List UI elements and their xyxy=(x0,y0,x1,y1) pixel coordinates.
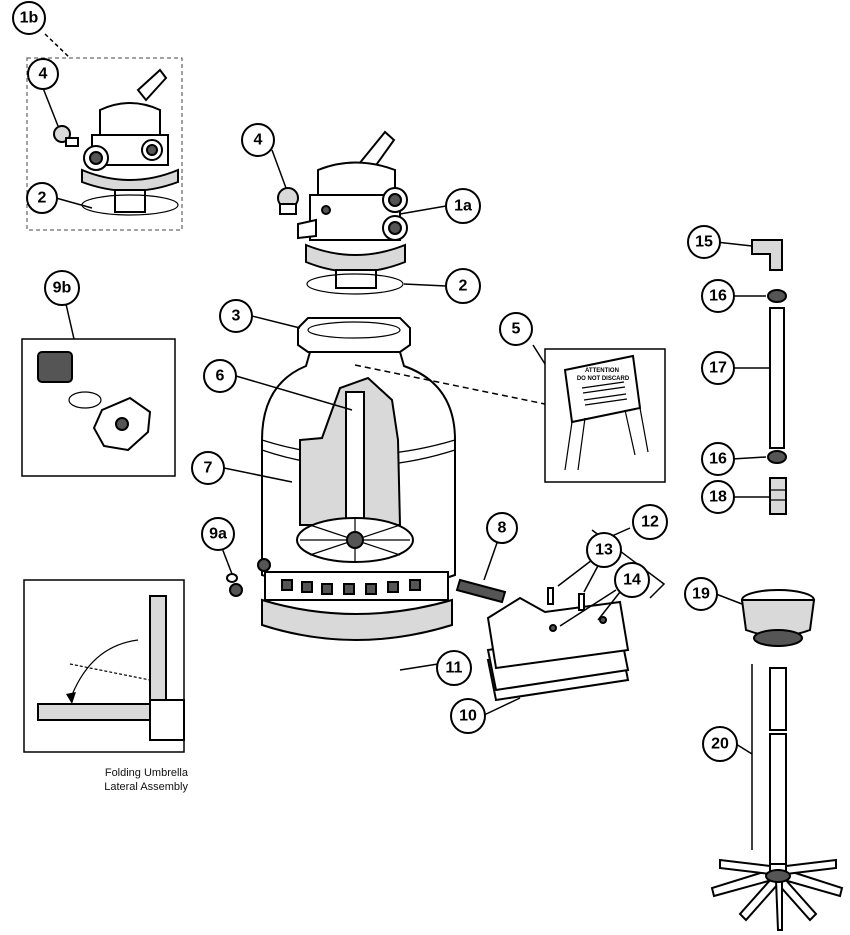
svg-text:2: 2 xyxy=(459,278,468,295)
svg-text:16: 16 xyxy=(709,288,727,305)
tank-base xyxy=(257,558,453,641)
callout-6: 6 xyxy=(203,359,237,393)
lateral-standpipe xyxy=(710,667,844,931)
callout-17: 17 xyxy=(701,351,735,385)
inset-caption: Folding Umbrella Lateral Assembly xyxy=(60,766,188,794)
callout-4-inset: 4 xyxy=(27,58,59,90)
svg-text:16: 16 xyxy=(709,451,727,468)
elbow-fitting xyxy=(751,239,783,271)
drain-cap xyxy=(455,578,507,604)
callout-9a: 9a xyxy=(201,517,235,551)
svg-text:5: 5 xyxy=(512,321,521,338)
callout-1b: 1b xyxy=(12,1,46,35)
callout-14: 14 xyxy=(614,562,650,598)
svg-text:1b: 1b xyxy=(20,10,39,27)
callout-18: 18 xyxy=(701,480,735,514)
sand-bag-stack xyxy=(486,596,630,702)
svg-text:10: 10 xyxy=(459,708,477,725)
multiport-valve-alt xyxy=(81,68,179,216)
svg-text:2: 2 xyxy=(38,190,47,207)
nut-bottom xyxy=(767,450,787,464)
drain-assembly xyxy=(37,351,152,452)
callout-12: 12 xyxy=(632,504,668,540)
svg-text:14: 14 xyxy=(623,572,641,589)
inset-folding-lateral xyxy=(23,579,185,753)
svg-text:12: 12 xyxy=(641,514,659,531)
callout-13: 13 xyxy=(586,532,622,568)
callout-19: 19 xyxy=(684,577,718,611)
multiport-valve xyxy=(297,130,408,289)
callout-16-top: 16 xyxy=(701,279,735,313)
svg-text:9b: 9b xyxy=(53,280,72,297)
svg-text:7: 7 xyxy=(204,460,213,477)
diffuser-cap xyxy=(740,589,816,647)
svg-text:11: 11 xyxy=(446,660,463,677)
pressure-gauge-alt xyxy=(53,125,79,147)
nut-top xyxy=(767,289,787,303)
warning-sign-box: ATTENTION DO NOT DISCARD xyxy=(532,344,666,483)
callout-4: 4 xyxy=(241,123,275,157)
svg-text:3: 3 xyxy=(232,308,241,325)
callout-15: 15 xyxy=(687,225,721,259)
pressure-gauge xyxy=(277,187,299,215)
svg-text:19: 19 xyxy=(692,586,710,603)
svg-text:20: 20 xyxy=(711,736,729,753)
callout-7: 7 xyxy=(191,451,225,485)
svg-text:13: 13 xyxy=(595,542,613,559)
standpipe-and-laterals xyxy=(296,391,414,563)
callout-2-inset: 2 xyxy=(26,182,58,214)
svg-text:17: 17 xyxy=(709,360,727,377)
callout-1a: 1a xyxy=(445,188,481,224)
svg-text:9a: 9a xyxy=(209,526,227,543)
svg-text:6: 6 xyxy=(216,368,225,385)
svg-text:1a: 1a xyxy=(454,198,472,215)
drain-plug-small xyxy=(226,573,243,597)
inset-9b xyxy=(21,303,176,477)
callout-9b: 9b xyxy=(44,270,80,306)
threaded-adapter xyxy=(769,477,787,515)
svg-text:18: 18 xyxy=(709,489,727,506)
inset-1b xyxy=(26,33,183,231)
callout-20: 20 xyxy=(702,726,738,762)
sign-line-1: ATTENTION xyxy=(585,368,619,374)
callout-8: 8 xyxy=(486,512,518,544)
svg-text:4: 4 xyxy=(39,66,48,83)
callout-2: 2 xyxy=(445,268,481,304)
svg-text:15: 15 xyxy=(695,234,713,251)
callout-3: 3 xyxy=(219,299,253,333)
tank-flange-ring xyxy=(297,317,411,353)
callout-16-bottom: 16 xyxy=(701,442,735,476)
svg-text:4: 4 xyxy=(254,132,263,149)
screws xyxy=(547,587,585,611)
pipe xyxy=(769,307,785,449)
inset-caption-line-1: Folding Umbrella xyxy=(104,767,188,779)
callout-5: 5 xyxy=(499,312,533,346)
svg-text:8: 8 xyxy=(498,520,507,537)
sign-line-2: DO NOT DISCARD xyxy=(577,376,630,382)
inset-caption-line-2: Lateral Assembly xyxy=(104,781,188,793)
valve-o-ring xyxy=(306,273,404,295)
callout-10: 10 xyxy=(450,698,486,734)
callout-11: 11 xyxy=(436,650,472,686)
